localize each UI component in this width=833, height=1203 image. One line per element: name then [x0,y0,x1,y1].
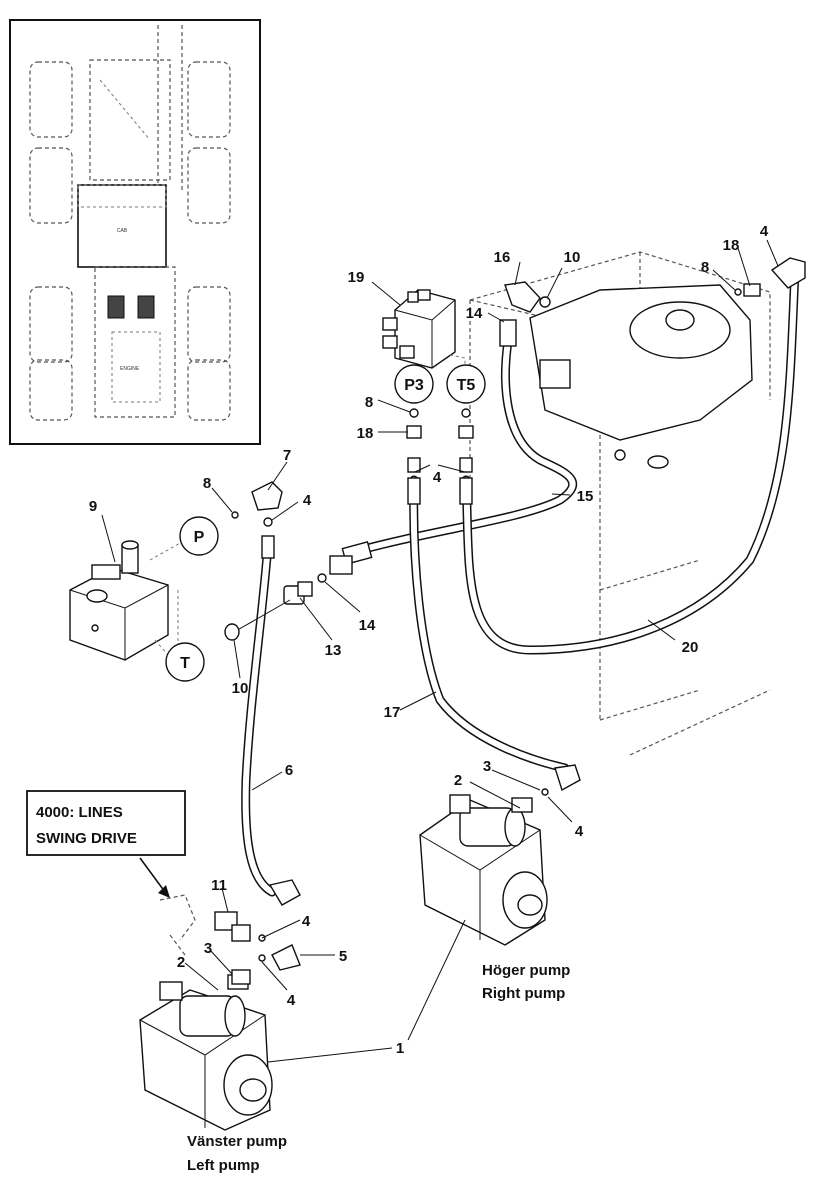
port-t5-label: T5 [457,377,476,394]
right-pump-label-en: Right pump [482,985,565,1002]
hose-15 [345,325,578,558]
port-p3-label: P3 [404,377,424,394]
hose-fittings [261,319,517,575]
cab-label: CAB [117,228,128,234]
part-number: 2 [454,772,462,789]
port-p: P [179,516,219,556]
part-number: 5 [339,948,347,965]
part-number: 14 [466,305,483,322]
fitting-7 [231,481,283,527]
left-pump [139,974,273,1131]
swing-drive-callout: 4000: LINES SWING DRIVE [26,790,186,856]
inset-boom [89,25,183,190]
part-number: 18 [357,425,374,442]
hose-6 [241,540,277,897]
part-number: 10 [564,249,581,266]
valve-9 [69,540,179,661]
port-t5: T5 [446,364,486,404]
part-number: 11 [211,877,227,894]
part-number: 17 [384,704,401,721]
part-number: 20 [682,639,699,656]
fitting-13-14 [224,573,327,641]
leader-lines [101,239,779,1063]
part-number: 7 [283,447,291,464]
part-number-labels: 19 16 10 18 4 8 14 8 18 4 15 9 8 7 4 14 … [89,223,769,1057]
part-number: 19 [348,269,365,286]
hose-17 [409,475,570,773]
elbow-fitting-top-right [734,257,806,297]
inset-cab: CAB [77,184,167,268]
part-number: 3 [483,758,491,775]
left-pump-label-en: Left pump [187,1157,260,1174]
tank-filter-housing [529,284,753,469]
hose-20 [461,265,800,655]
valve-block-19 [382,289,466,381]
part-number: 14 [359,617,376,634]
left-pump-fittings [159,879,301,985]
inset-wheels [29,61,231,421]
callout-line1: 4000: LINES [36,804,123,821]
inset-engine-area: ENGINE [94,266,176,418]
elbow-fitting-16 [504,281,551,313]
part-number: 6 [285,762,293,779]
left-pump-label-sv: Vänster pump [187,1133,287,1150]
engine-label: ENGINE [120,366,140,372]
part-number: 15 [577,488,594,505]
callout-line2: SWING DRIVE [36,830,137,847]
part-number: 1 [396,1040,404,1057]
part-number: 9 [89,498,97,515]
machine-overview-inset: CAB ENGINE [9,19,261,445]
part-number: 8 [365,394,373,411]
part-number: 16 [494,249,511,266]
port-p3: P3 [394,364,434,404]
port-p-label: P [194,529,205,546]
right-pump-label-sv: Höger pump [482,962,570,979]
part-number: 4 [760,223,769,240]
port-t: T [165,642,205,682]
port-t-label: T [180,655,190,672]
part-number: 4 [302,913,311,930]
part-number: 4 [575,823,584,840]
part-number: 8 [203,475,211,492]
part-number: 3 [204,940,212,957]
part-number: 4 [433,469,442,486]
part-number: 4 [303,492,312,509]
part-number: 10 [232,680,249,697]
part-number: 4 [287,992,296,1009]
swing-drive-arrow [139,857,170,898]
hydraulic-tank-outline [469,251,771,756]
part-number: 13 [325,642,342,659]
right-pump [419,764,581,946]
part-number: 2 [177,954,185,971]
part-number: 8 [701,259,709,276]
part-number: 18 [723,237,740,254]
p3-t5-fittings [406,408,474,473]
